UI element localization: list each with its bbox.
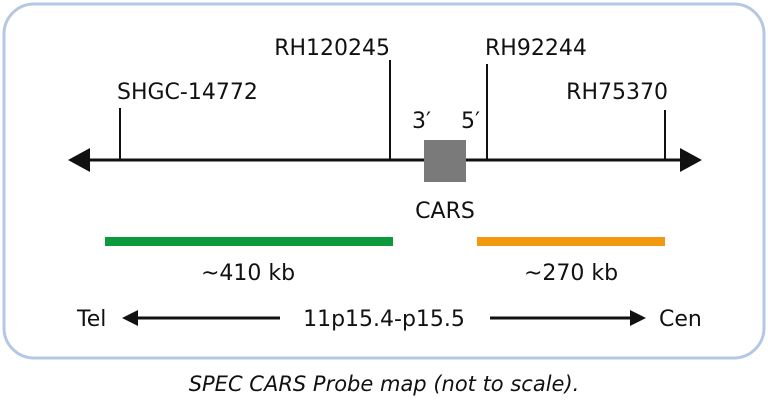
probe-bar-orange bbox=[477, 237, 665, 246]
gene-end-5prime: 5′ bbox=[461, 109, 480, 134]
tel-label: Tel bbox=[76, 307, 106, 332]
frame bbox=[2, 2, 766, 360]
marker-label: SHGC-14772 bbox=[117, 80, 258, 105]
band-label: 11p15.4-p15.5 bbox=[303, 307, 465, 332]
probe-size-label: ~270 kb bbox=[524, 261, 618, 286]
marker-label: RH120245 bbox=[274, 36, 390, 61]
caption: SPEC CARS Probe map (not to scale). bbox=[189, 372, 580, 396]
left-arrowhead-icon bbox=[68, 148, 90, 172]
gene-box bbox=[424, 140, 466, 182]
probe-size-label: ~410 kb bbox=[201, 261, 295, 286]
tel-arrowhead-icon bbox=[122, 310, 138, 326]
marker-label: RH92244 bbox=[485, 36, 587, 61]
gene-end-3prime: 3′ bbox=[412, 109, 431, 134]
probe-bar-green bbox=[105, 237, 393, 246]
marker-label: RH75370 bbox=[566, 80, 668, 105]
cen-arrowhead-icon bbox=[630, 310, 646, 326]
cen-label: Cen bbox=[659, 307, 702, 332]
right-arrowhead-icon bbox=[680, 148, 702, 172]
gene-label: CARS bbox=[415, 199, 475, 224]
